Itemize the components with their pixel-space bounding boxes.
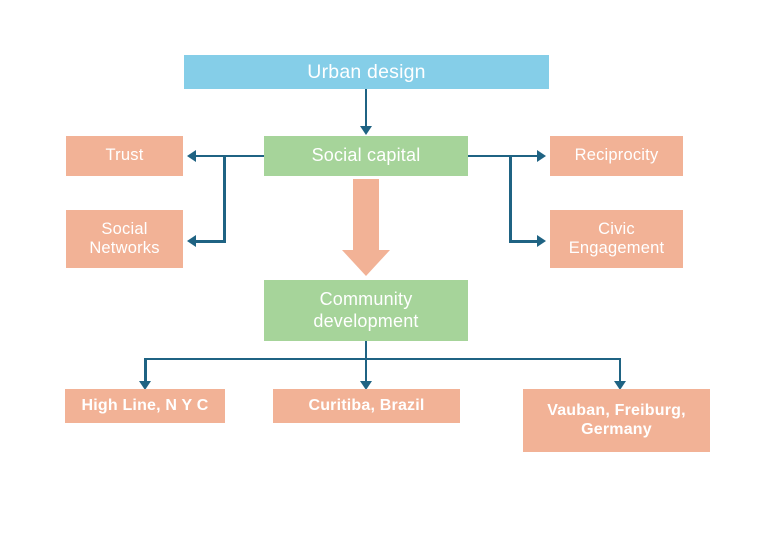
node-civic-engagement-label: Civic Engagement <box>568 219 665 257</box>
connector-social-capital-left-stem <box>196 154 264 157</box>
connector-community-stem <box>364 341 367 359</box>
node-case-curitiba[interactable]: Curitiba, Brazil <box>273 389 460 423</box>
connector-root-to-social-capital <box>364 89 367 127</box>
node-urban-design-label: Urban design <box>307 60 426 83</box>
node-case-high-line[interactable]: High Line, N Y C <box>65 389 225 423</box>
arrowhead-to-curitiba <box>359 381 372 390</box>
arrowhead-to-vauban <box>613 381 626 390</box>
node-reciprocity[interactable]: Reciprocity <box>550 136 683 176</box>
connector-to-social-networks <box>196 240 225 243</box>
block-arrow-shaft <box>353 179 379 251</box>
connector-left-spine <box>223 154 226 243</box>
connector-to-vauban <box>618 357 621 383</box>
node-case-high-line-label: High Line, N Y C <box>81 396 209 414</box>
node-reciprocity-label: Reciprocity <box>574 146 659 165</box>
arrowhead-to-trust <box>187 149 196 162</box>
connector-to-high-line <box>144 357 147 383</box>
node-case-curitiba-label: Curitiba, Brazil <box>308 396 425 414</box>
connector-case-study-bus <box>144 357 621 360</box>
arrowhead-to-reciprocity <box>537 149 546 162</box>
connector-to-civic-engagement <box>509 240 538 243</box>
node-social-capital[interactable]: Social capital <box>264 136 468 176</box>
node-community-development-label: Community development <box>313 289 419 331</box>
node-case-vauban[interactable]: Vauban, Freiburg, Germany <box>523 389 710 452</box>
node-trust-label: Trust <box>105 146 144 165</box>
arrowhead-to-civic-engagement <box>537 235 546 247</box>
arrowhead-to-high-line <box>139 381 151 390</box>
arrowhead-root-to-social-capital <box>359 126 372 135</box>
node-social-networks[interactable]: Social Networks <box>66 210 183 268</box>
connector-social-capital-right-stem <box>468 154 538 157</box>
node-case-vauban-label: Vauban, Freiburg, Germany <box>547 401 686 438</box>
block-arrow-head <box>342 250 390 276</box>
node-urban-design[interactable]: Urban design <box>184 55 549 89</box>
node-civic-engagement[interactable]: Civic Engagement <box>550 210 683 268</box>
connector-to-curitiba <box>364 357 367 383</box>
block-arrow-social-capital-to-community <box>342 179 390 277</box>
node-trust[interactable]: Trust <box>66 136 183 176</box>
connector-right-spine <box>509 154 512 243</box>
node-social-networks-label: Social Networks <box>89 219 160 257</box>
node-community-development[interactable]: Community development <box>264 280 468 341</box>
node-social-capital-label: Social capital <box>311 145 421 166</box>
arrowhead-to-social-networks <box>187 235 196 247</box>
